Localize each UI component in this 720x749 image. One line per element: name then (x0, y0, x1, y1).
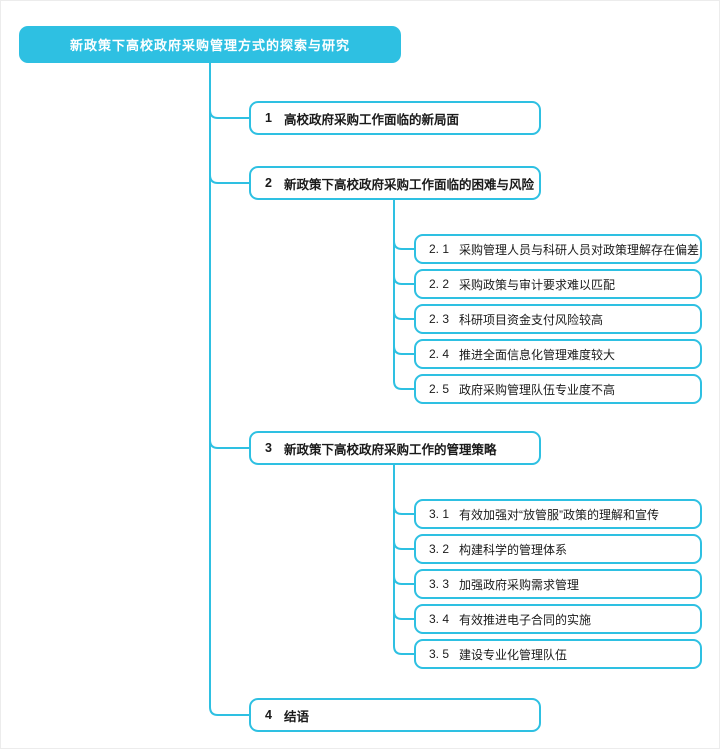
topic-3-5[interactable]: 3. 5 建设专业化管理队伍 (414, 639, 702, 669)
branch-to-topic-3-2 (393, 540, 415, 550)
topic-1-number: 1 (265, 111, 272, 125)
topic-3-3[interactable]: 3. 3 加强政府采购需求管理 (414, 569, 702, 599)
topic-2-5-label: 政府采购管理队伍专业度不高 (459, 382, 616, 397)
topic-2-5[interactable]: 2. 5 政府采购管理队伍专业度不高 (414, 374, 702, 404)
topic-2-4-number: 2. 4 (429, 347, 450, 361)
branch-to-topic-3 (209, 439, 250, 449)
topic-1-label: 高校政府采购工作面临的新局面 (283, 112, 459, 127)
topic-2-2-label: 采购政策与审计要求难以匹配 (459, 277, 616, 292)
topic-2-1-number: 2. 1 (429, 242, 450, 256)
topic-2-2-number: 2. 2 (429, 277, 450, 291)
branch-to-topic-3-1 (393, 505, 415, 515)
branch-to-topic-2-2 (393, 275, 415, 285)
branch-to-topic-3-3 (393, 575, 415, 585)
topic-3-1-number: 3. 1 (429, 507, 450, 521)
topic-2-4-label: 推进全面信息化管理难度较大 (459, 347, 616, 362)
topic-3[interactable]: 3 新政策下高校政府采购工作的管理策略 (249, 431, 541, 465)
topic-3-5-number: 3. 5 (429, 647, 450, 661)
topic-3-3-label: 加强政府采购需求管理 (459, 577, 580, 592)
topic-2-number: 2 (265, 176, 272, 190)
topic-3-4[interactable]: 3. 4 有效推进电子合同的实施 (414, 604, 702, 634)
topic-2-4[interactable]: 2. 4 推进全面信息化管理难度较大 (414, 339, 702, 369)
topic-3-label: 新政策下高校政府采购工作的管理策略 (283, 442, 497, 457)
branch-to-topic-2-4 (393, 345, 415, 355)
topic-3-2-number: 3. 2 (429, 542, 450, 556)
topic-2[interactable]: 2 新政策下高校政府采购工作面临的困难与风险 (249, 166, 541, 200)
topic-3-5-label: 建设专业化管理队伍 (459, 647, 568, 662)
branch-to-topic-2-3 (393, 310, 415, 320)
topic-3-3-number: 3. 3 (429, 577, 450, 591)
topic-4[interactable]: 4 结语 (249, 698, 541, 732)
topic-2-3-label: 科研项目资金支付风险较高 (459, 312, 604, 327)
topic-3-2[interactable]: 3. 2 构建科学的管理体系 (414, 534, 702, 564)
topic-4-label: 结语 (283, 709, 309, 724)
branch-to-topic-2 (209, 174, 250, 184)
topic-2-2[interactable]: 2. 2 采购政策与审计要求难以匹配 (414, 269, 702, 299)
topic-3-1[interactable]: 3. 1 有效加强对“放管服”政策的理解和宣传 (414, 499, 702, 529)
topic-3-2-label: 构建科学的管理体系 (459, 542, 568, 557)
root-topic[interactable]: 新政策下高校政府采购管理方式的探索与研究 (19, 26, 401, 63)
branch-to-topic-1 (209, 109, 250, 119)
topic-2-label: 新政策下高校政府采购工作面临的困难与风险 (283, 177, 534, 192)
trunk-main (209, 62, 250, 716)
topic-4-number: 4 (265, 708, 272, 722)
root-topic-label: 新政策下高校政府采购管理方式的探索与研究 (69, 38, 350, 53)
topic-2-5-number: 2. 5 (429, 382, 450, 396)
topic-3-4-label: 有效推进电子合同的实施 (459, 612, 592, 627)
branch-to-topic-3-4 (393, 610, 415, 620)
topic-3-1-label: 有效加强对“放管服”政策的理解和宣传 (459, 507, 660, 522)
topic-3-number: 3 (265, 441, 272, 455)
topic-2-3-number: 2. 3 (429, 312, 450, 326)
topic-2-3[interactable]: 2. 3 科研项目资金支付风险较高 (414, 304, 702, 334)
topic-2-1[interactable]: 2. 1 采购管理人员与科研人员对政策理解存在偏差 (414, 234, 702, 264)
topic-3-4-number: 3. 4 (429, 612, 450, 626)
topic-2-1-label: 采购管理人员与科研人员对政策理解存在偏差 (459, 242, 700, 257)
topic-1[interactable]: 1 高校政府采购工作面临的新局面 (249, 101, 541, 135)
branch-to-topic-2-1 (393, 240, 415, 250)
trunk-topic-2 (393, 199, 415, 390)
trunk-topic-3 (393, 464, 415, 655)
